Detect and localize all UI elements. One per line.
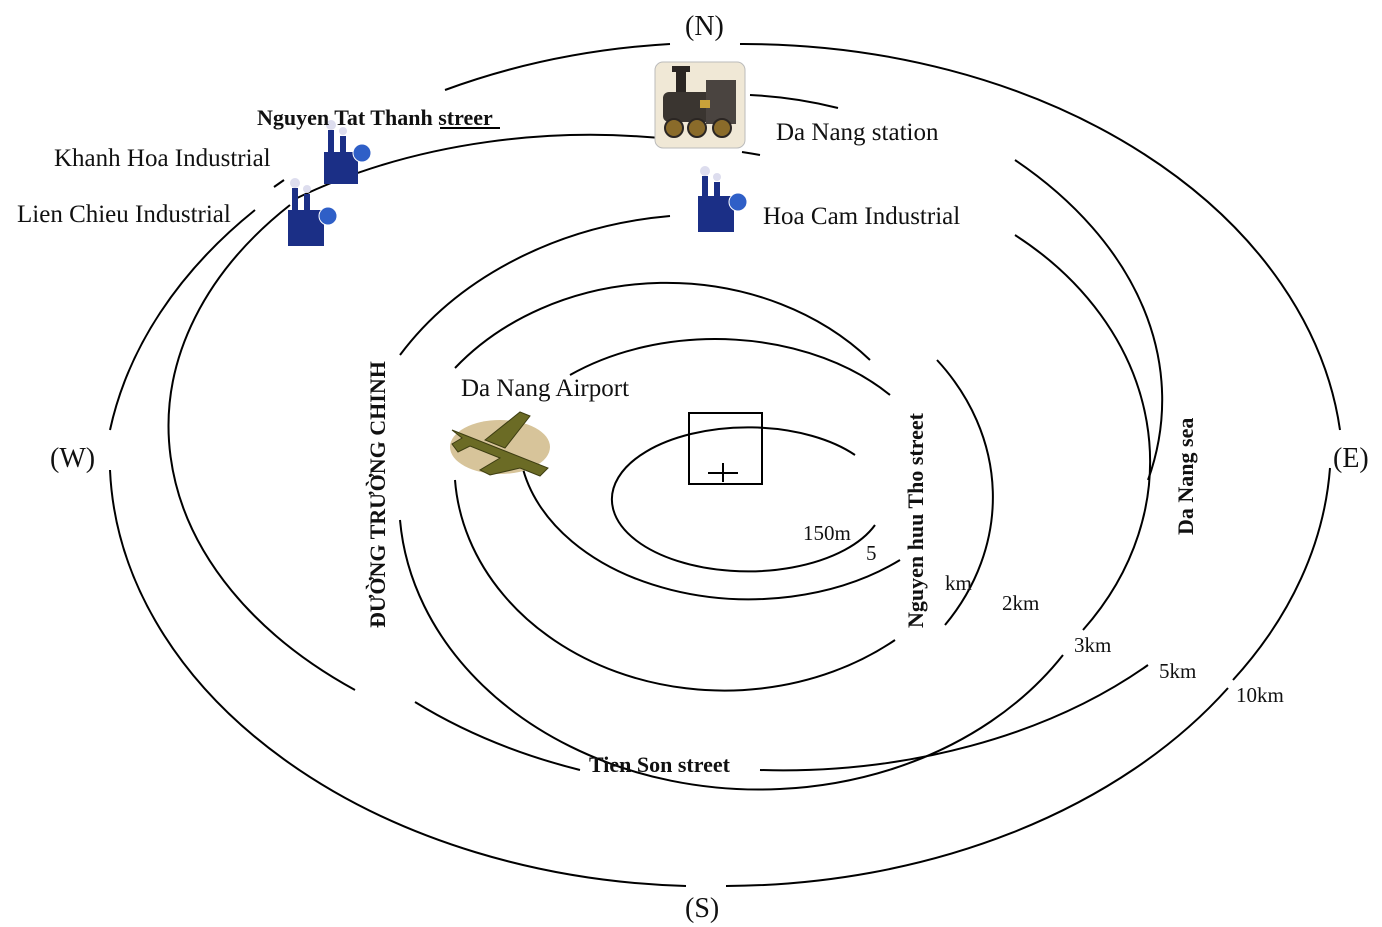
airport-label: Da Nang Airport xyxy=(461,375,629,402)
east-label: (E) xyxy=(1333,443,1369,474)
lien-chieu-industrial-label: Lien Chieu Industrial xyxy=(17,201,231,228)
nguyen-tat-thanh-street-label: Nguyen Tat Thanh streer xyxy=(257,105,493,130)
distance-label-3km: 3km xyxy=(1074,633,1111,657)
nguyen-huu-tho-street-label: Nguyen huu Tho street xyxy=(903,412,928,628)
distance-label-5km: 5km xyxy=(1159,659,1196,683)
truong-chinh-street-label: ĐƯỜNG TRƯỜNG CHINH xyxy=(365,361,390,628)
ring-3km xyxy=(399,215,1152,791)
khanh-hoa-industrial-label: Khanh Hoa Industrial xyxy=(54,145,271,172)
south-label: (S) xyxy=(685,893,719,924)
ring-2km xyxy=(454,281,994,692)
crosshair-marker-icon xyxy=(688,412,763,485)
tien-son-street-label: Tien Son street xyxy=(589,752,731,777)
ring-150m xyxy=(610,426,876,573)
da-nang-sea-label: Da Nang sea xyxy=(1173,418,1198,535)
west-label: (W) xyxy=(50,443,95,474)
distance-label-5: 5 xyxy=(866,541,877,565)
station-label: Da Nang station xyxy=(776,119,939,146)
factory-icon xyxy=(324,120,372,184)
leader-khanh-hoa xyxy=(273,179,285,188)
north-label: (N) xyxy=(685,11,724,42)
station-arc xyxy=(749,94,839,109)
ring-5km xyxy=(167,133,1164,772)
distance-label-km: km xyxy=(945,571,972,595)
distance-label-2km: 2km xyxy=(1002,591,1039,615)
factory-icon xyxy=(288,178,338,246)
steam-locomotive-icon xyxy=(654,61,746,149)
ring-10km xyxy=(109,42,1341,887)
hoa-cam-industrial-label: Hoa Cam Industrial xyxy=(763,203,960,230)
distance-label-150m: 150m xyxy=(803,521,851,545)
distance-label-10km: 10km xyxy=(1236,683,1284,707)
airplane-icon xyxy=(450,411,550,477)
factory-icon xyxy=(698,166,748,232)
ring-1km xyxy=(521,338,901,601)
